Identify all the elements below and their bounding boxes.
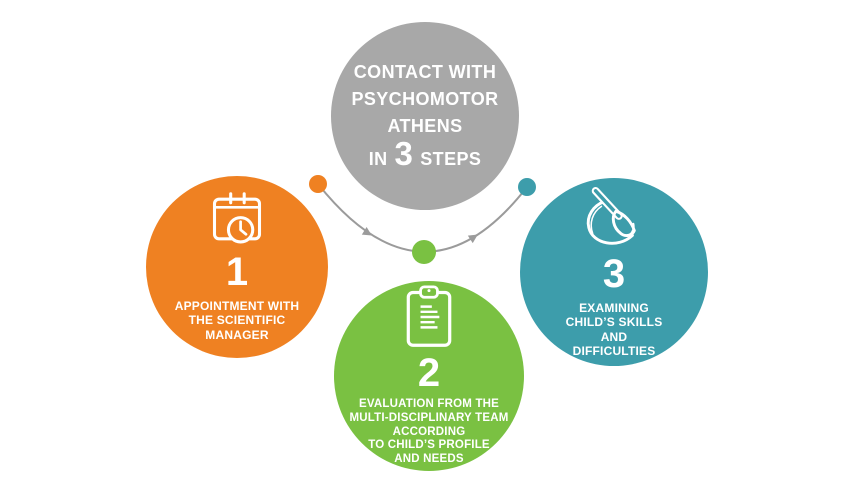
- step1-connector-dot: [309, 175, 327, 193]
- step-label-line: APPOINTMENT WITH: [174, 298, 300, 313]
- title-line: CONTACT WITH: [353, 62, 497, 82]
- title-steps-line: IN 3 STEPS: [368, 135, 482, 173]
- step-label-line: TO CHILD’S PROFILE: [368, 439, 490, 452]
- step-1-circle: 1 APPOINTMENT WITH THE SCIENTIFIC MANAGE…: [146, 176, 328, 358]
- title-line: PSYCHOMOTOR: [351, 89, 499, 109]
- calendar-clock-icon: [212, 192, 262, 244]
- step-3-circle: 3 EXAMINING CHILD’S SKILLS AND DIFFICULT…: [520, 178, 708, 366]
- step-label-line: DIFFICULTIES: [572, 343, 656, 358]
- step-label-line: ACCORDING: [392, 425, 466, 438]
- step-label: EXAMINING CHILD’S SKILLS AND DIFFICULTIE…: [566, 301, 663, 359]
- step-label-line: AND: [600, 329, 628, 344]
- flow-arrow-left-icon: [361, 226, 372, 236]
- step-number: 3: [602, 251, 626, 296]
- clipboard-icon: [406, 285, 452, 347]
- step-label-line: THE SCIENTIFIC: [188, 313, 286, 328]
- step-label-line: CHILD’S SKILLS: [565, 315, 663, 330]
- title-steps-prefix: IN: [368, 149, 388, 169]
- step-label-line: EXAMINING: [579, 300, 649, 315]
- flow-arrow-right-icon: [467, 234, 478, 244]
- title-circle: CONTACT WITH PSYCHOMOTOR ATHENS IN 3 STE…: [331, 22, 519, 210]
- step-label-line: MULTI-DISCIPLINARY TEAM: [349, 411, 509, 424]
- step3-connector-dot: [518, 178, 536, 196]
- title-line: ATHENS: [387, 116, 463, 136]
- step-2-circle: 2 EVALUATION FROM THE MULTI-DISCIPLINARY…: [334, 281, 524, 471]
- title-steps-count: 3: [394, 135, 414, 172]
- paintbrush-icon: [586, 186, 636, 245]
- step-label: APPOINTMENT WITH THE SCIENTIFIC MANAGER: [175, 299, 300, 342]
- step-label-line: MANAGER: [205, 327, 269, 342]
- step-label-line: AND NEEDS: [394, 453, 464, 466]
- step-number: 2: [417, 351, 441, 395]
- step-number: 1: [225, 249, 249, 294]
- step2-connector-dot: [412, 240, 436, 264]
- step-label: EVALUATION FROM THE MULTI-DISCIPLINARY T…: [350, 398, 509, 467]
- title-steps-suffix: STEPS: [420, 149, 482, 169]
- step-label-line: EVALUATION FROM THE: [358, 398, 500, 410]
